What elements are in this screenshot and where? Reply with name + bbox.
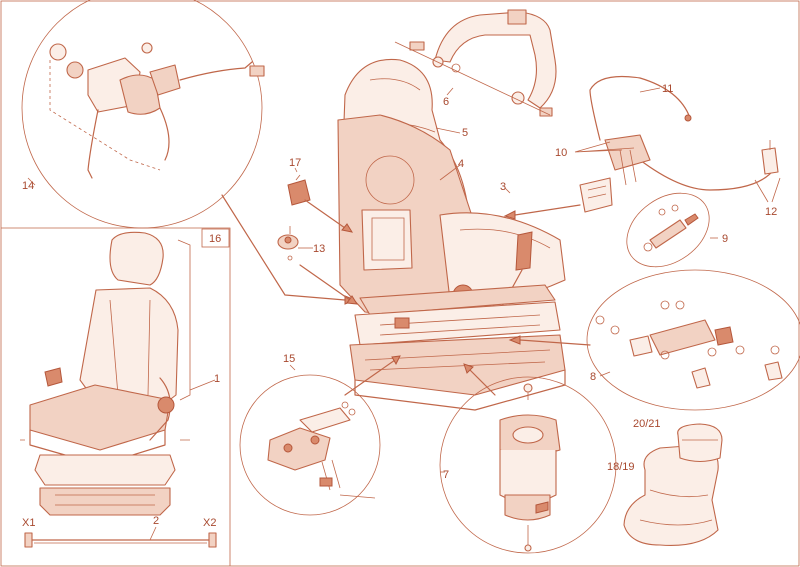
leader-5 (435, 127, 461, 134)
detail-ellipse-9 (626, 192, 710, 268)
leader-1 (189, 379, 216, 391)
callout-6: 6 (443, 96, 449, 108)
leader-12 (754, 177, 781, 203)
cable-x1-x2 (24, 532, 217, 548)
detail-circle-7 (439, 376, 617, 554)
callout-14: 14 (22, 180, 34, 192)
complete-seat-illustration (20, 231, 191, 516)
callout-1: 1 (214, 373, 220, 385)
leader-3 (504, 187, 511, 194)
detail-circle-15 (239, 374, 381, 516)
arrow-14-to-seat (221, 194, 346, 301)
detail-ellipse-8 (586, 269, 800, 411)
leader-15 (289, 364, 296, 371)
arrow-17-to-seat (304, 199, 346, 229)
leader-10 (574, 141, 635, 153)
callout-2: 2 (153, 515, 159, 527)
headrest-cover (677, 423, 723, 463)
lumbar-knob (287, 174, 311, 206)
leader-6 (446, 87, 454, 96)
seat-cover (623, 444, 719, 546)
armrest-bracket (394, 9, 557, 117)
arrow-10-to-seat (514, 204, 581, 216)
callout-10: 10 (555, 147, 567, 159)
callout-8: 8 (590, 371, 596, 383)
inset-box-complete-seat: 16 (1, 227, 231, 566)
leader-11 (639, 87, 661, 93)
main-seat-illustration (337, 58, 566, 411)
leader-8 (599, 371, 611, 377)
leader-4 (439, 164, 461, 181)
cable-clips (761, 140, 779, 175)
callout-x1: X1 (22, 517, 35, 529)
arrow-15-to-seat (344, 359, 396, 396)
detail-circle-14 (21, 0, 265, 229)
leader-14 (27, 177, 36, 186)
callout-11: 11 (662, 83, 673, 95)
callout-15: 15 (283, 353, 295, 365)
callout-5: 5 (462, 127, 468, 139)
lumbar-control (579, 134, 651, 213)
callout-12: 12 (765, 206, 777, 218)
callout-x2: X2 (203, 517, 216, 529)
leader-2 (149, 526, 157, 541)
callout-7: 7 (443, 469, 449, 481)
callout-4: 4 (458, 158, 464, 170)
arrow-13-to-seat (299, 264, 351, 301)
callout-3: 3 (500, 181, 506, 193)
leader-17 (294, 167, 298, 173)
callout-17: 17 (289, 157, 301, 169)
callout-20-21: 20/21 (633, 418, 661, 430)
callout-16: 16 (209, 233, 221, 245)
arrow-8-to-seat (519, 339, 591, 346)
arrow-7-to-seat (469, 369, 496, 396)
callout-13: 13 (313, 243, 325, 255)
callout-18-19: 18/19 (607, 461, 635, 473)
callout-9: 9 (722, 233, 728, 245)
rotary-knob (277, 226, 299, 261)
lumbar-cable (589, 75, 776, 191)
